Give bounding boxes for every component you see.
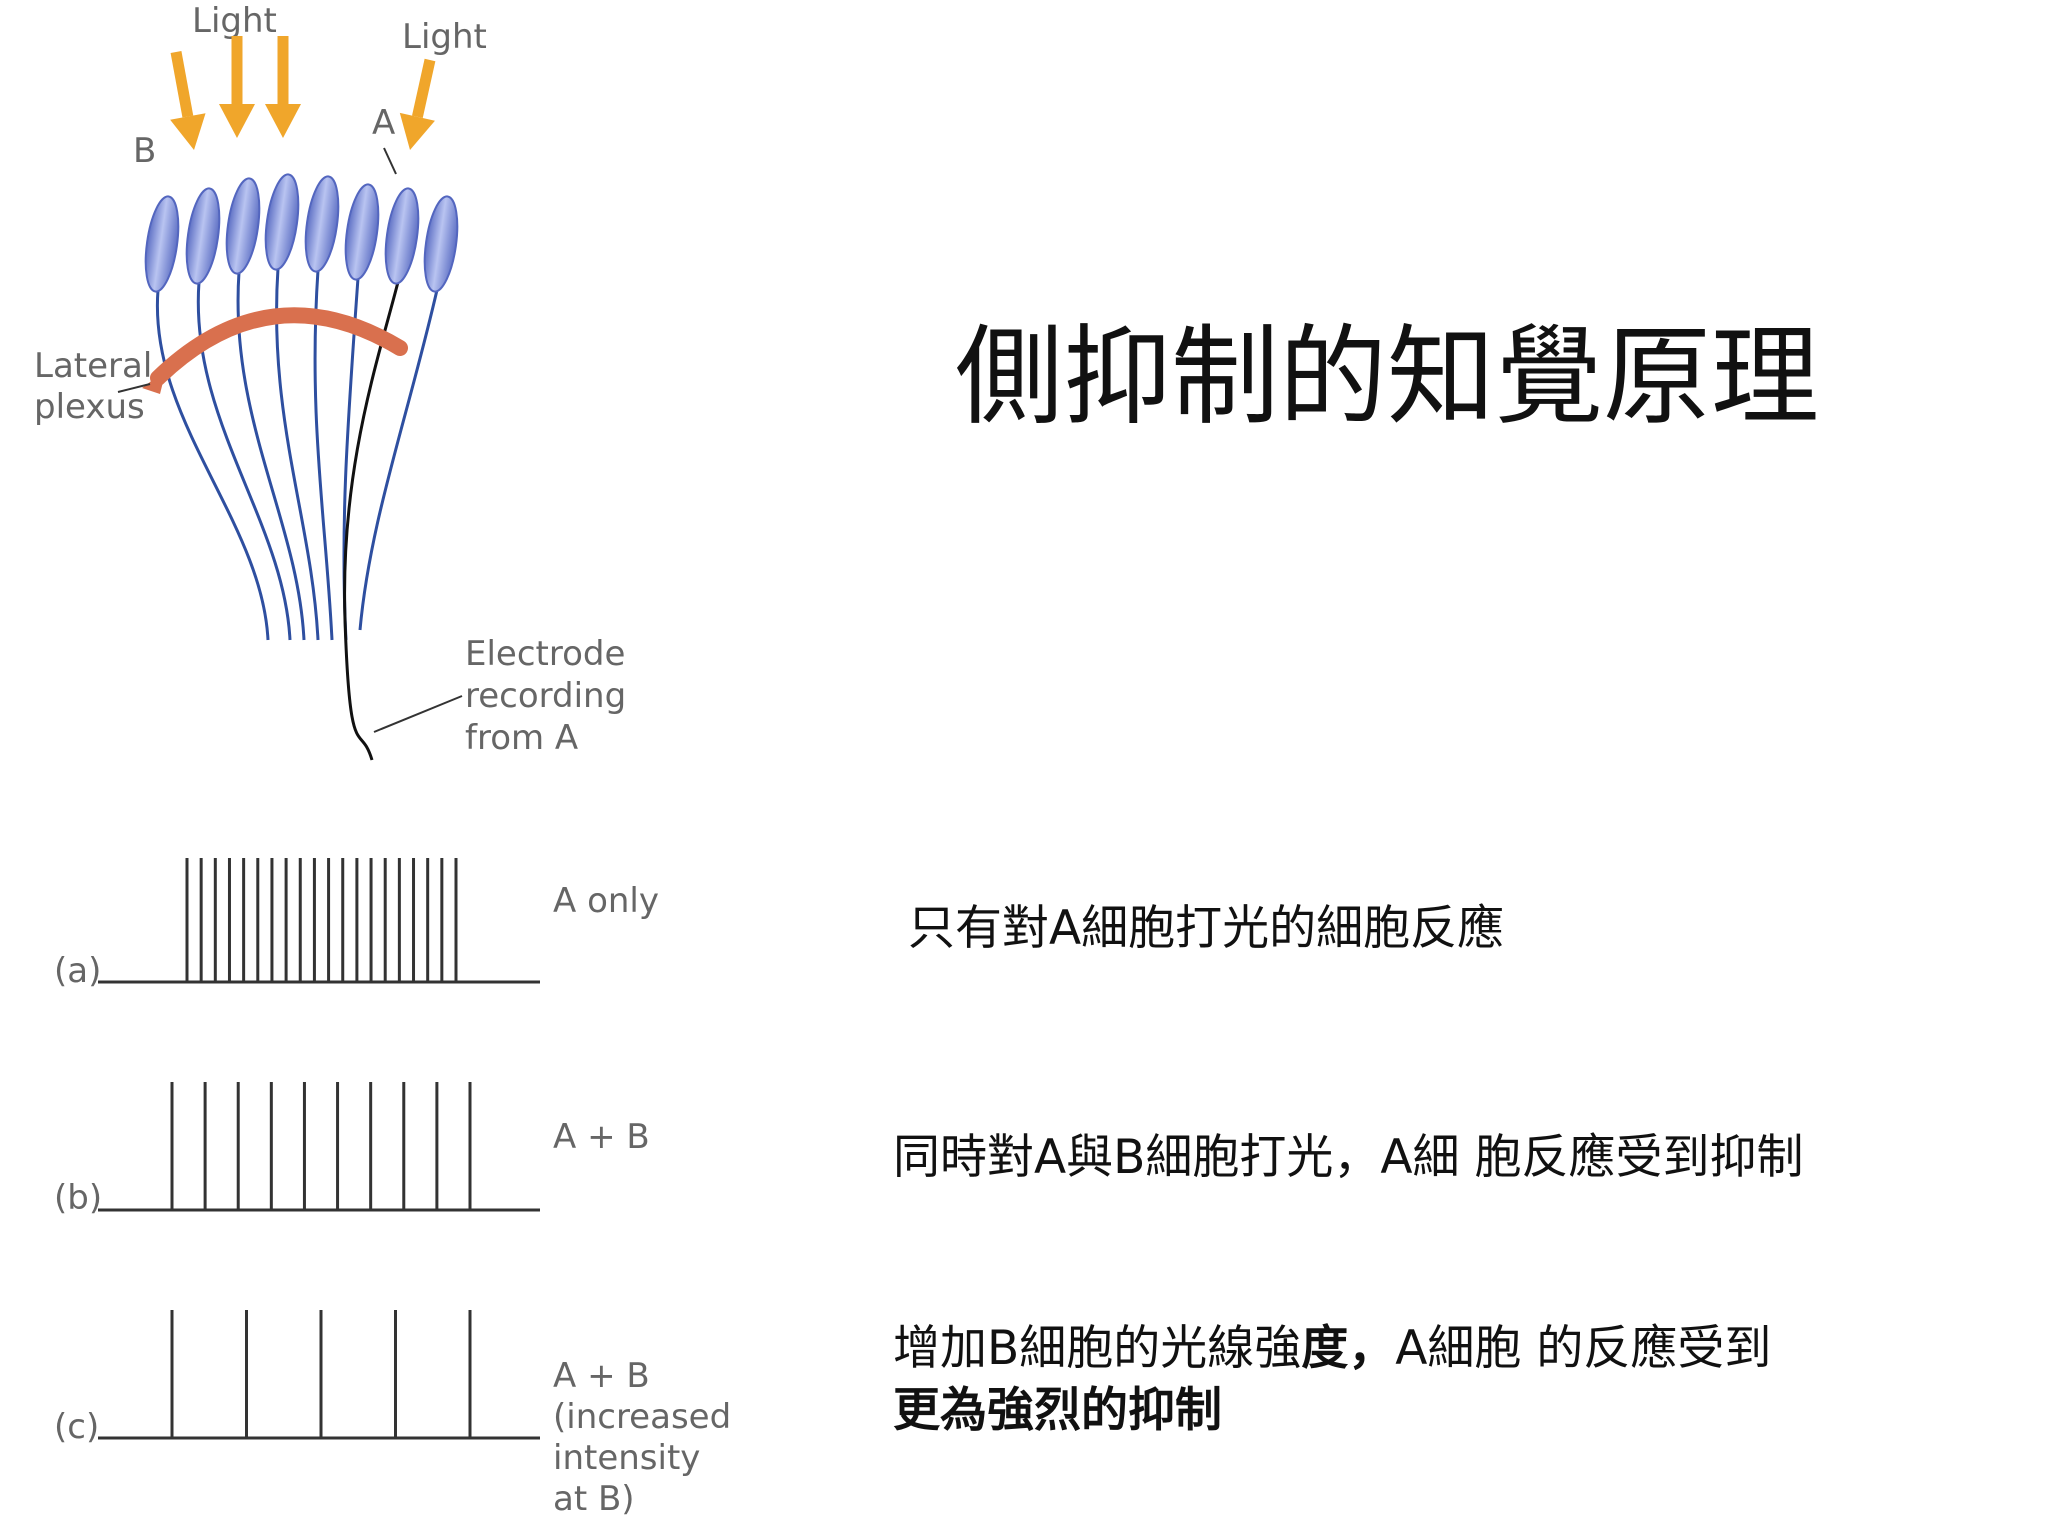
slide-title: 側抑制的知覺原理 bbox=[955, 315, 1820, 440]
trace-a-label: A only bbox=[553, 881, 659, 921]
desc-c-text: 增加B細胞的光線強 bbox=[893, 1321, 1302, 1376]
light-arrows bbox=[170, 36, 436, 150]
light-arrow-2 bbox=[219, 104, 255, 138]
receptor-cells bbox=[144, 173, 459, 293]
desc-c-line2: 更為強烈的抑制 bbox=[893, 1383, 1222, 1438]
axon-5 bbox=[313, 269, 334, 641]
receptor-cell-2 bbox=[185, 187, 221, 285]
lateral-plexus-band bbox=[150, 307, 408, 386]
plexus-arrowhead bbox=[142, 370, 166, 394]
desc-c-rest: A細胞 的反應受到 bbox=[1395, 1321, 1772, 1376]
trace-c-label-line3: intensity bbox=[553, 1438, 700, 1478]
light-label-left: Light bbox=[192, 1, 277, 41]
electrode-label-line3: from A bbox=[465, 718, 578, 758]
cell-a-pointer bbox=[383, 147, 397, 175]
light-arrow-shaft-4 bbox=[412, 58, 436, 119]
lateral-plexus-label-line2: plexus bbox=[34, 387, 145, 427]
light-arrow-4 bbox=[399, 112, 435, 150]
trace-b-id: (b) bbox=[54, 1178, 102, 1218]
axon-1 bbox=[155, 289, 270, 641]
trace-c-id: (c) bbox=[54, 1407, 99, 1447]
trace-c-label-line1: A + B bbox=[553, 1356, 650, 1396]
desc-a-plus-b: 同時對A與B細胞打光，A細 胞反應受到抑制 bbox=[893, 1130, 1804, 1185]
trace-a: (a) A only bbox=[54, 858, 659, 991]
receptor-cell-5 bbox=[304, 175, 340, 273]
desc-a-only: 只有對A細胞打光的細胞反應 bbox=[908, 901, 1505, 956]
light-label-right: Light bbox=[402, 17, 487, 57]
receptor-cell-7 bbox=[384, 187, 420, 285]
axon-8 bbox=[358, 289, 439, 631]
desc-c-bold: 度， bbox=[1301, 1321, 1396, 1376]
lateral-plexus-label-line1: Lateral bbox=[34, 346, 152, 386]
light-arrow-shaft-1 bbox=[170, 51, 194, 118]
trace-b: (b) A + B bbox=[54, 1082, 650, 1218]
trace-c-label-line4: at B) bbox=[553, 1479, 635, 1519]
cell-label-a: A bbox=[372, 103, 395, 143]
light-arrow-3 bbox=[265, 104, 301, 138]
trace-a-id: (a) bbox=[54, 951, 101, 991]
plexus-pointer bbox=[117, 383, 151, 393]
receptor-cell-4 bbox=[264, 173, 300, 271]
light-arrow-1 bbox=[170, 113, 206, 150]
receptor-cell-1 bbox=[144, 195, 180, 293]
electrode-label-line1: Electrode bbox=[465, 634, 625, 674]
receptor-cell-6 bbox=[344, 183, 380, 281]
axon-4 bbox=[275, 267, 320, 641]
electrode-label-line2: recording bbox=[465, 676, 626, 716]
receptor-cell-8 bbox=[423, 195, 459, 293]
electrode-pointer bbox=[373, 695, 463, 733]
desc-increased-b: 增加B細胞的光線強度，A細胞 的反應受到 更為強烈的抑制 bbox=[893, 1318, 1771, 1442]
axon-a bbox=[343, 281, 400, 761]
trace-b-label: A + B bbox=[553, 1117, 650, 1157]
receptor-cell-3 bbox=[225, 177, 261, 275]
trace-c-label-line2: (increased bbox=[553, 1397, 731, 1437]
trace-c: (c) A + B (increased intensity at B) bbox=[54, 1310, 731, 1519]
cell-label-b: B bbox=[133, 131, 156, 171]
